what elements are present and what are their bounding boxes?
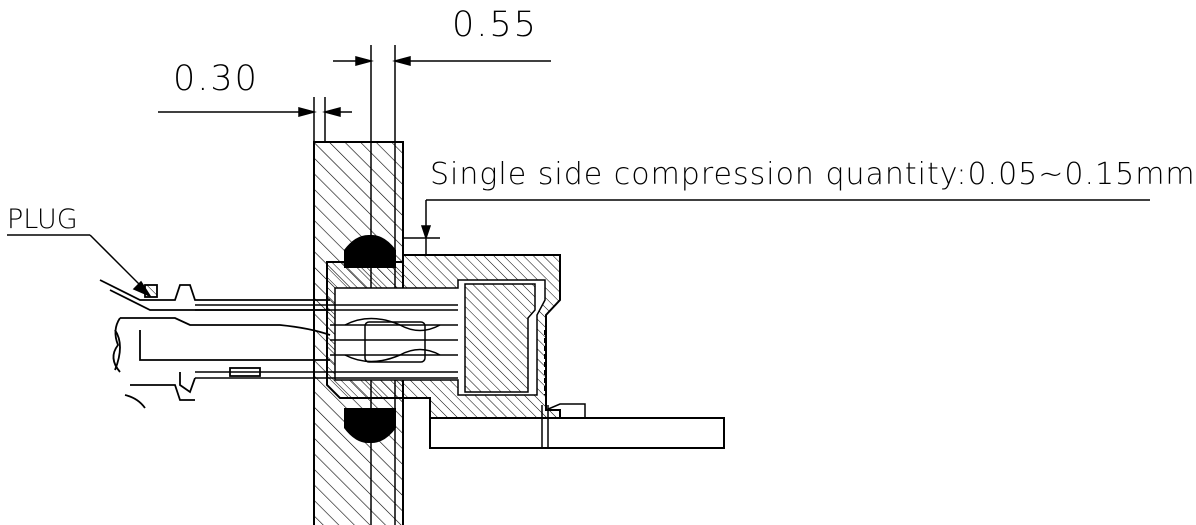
seal-ring-top xyxy=(344,234,396,268)
plug-leader xyxy=(7,234,152,298)
dimension-label-0-55: 0.55 xyxy=(452,5,538,45)
plug-body xyxy=(99,279,331,409)
dimension-label-0-30: 0.30 xyxy=(173,59,259,99)
pcb-board xyxy=(429,403,725,449)
connector-section-drawing xyxy=(7,45,1150,525)
dimension-0-55 xyxy=(333,45,551,142)
compression-note: Single side compression quantity:0.05~0.… xyxy=(430,157,1196,192)
dimension-0-30 xyxy=(158,97,352,142)
compression-leader xyxy=(403,199,1150,255)
plug-label: PLUG xyxy=(7,204,78,235)
seal-ring-bottom xyxy=(344,408,396,444)
connector-housing xyxy=(326,254,561,419)
